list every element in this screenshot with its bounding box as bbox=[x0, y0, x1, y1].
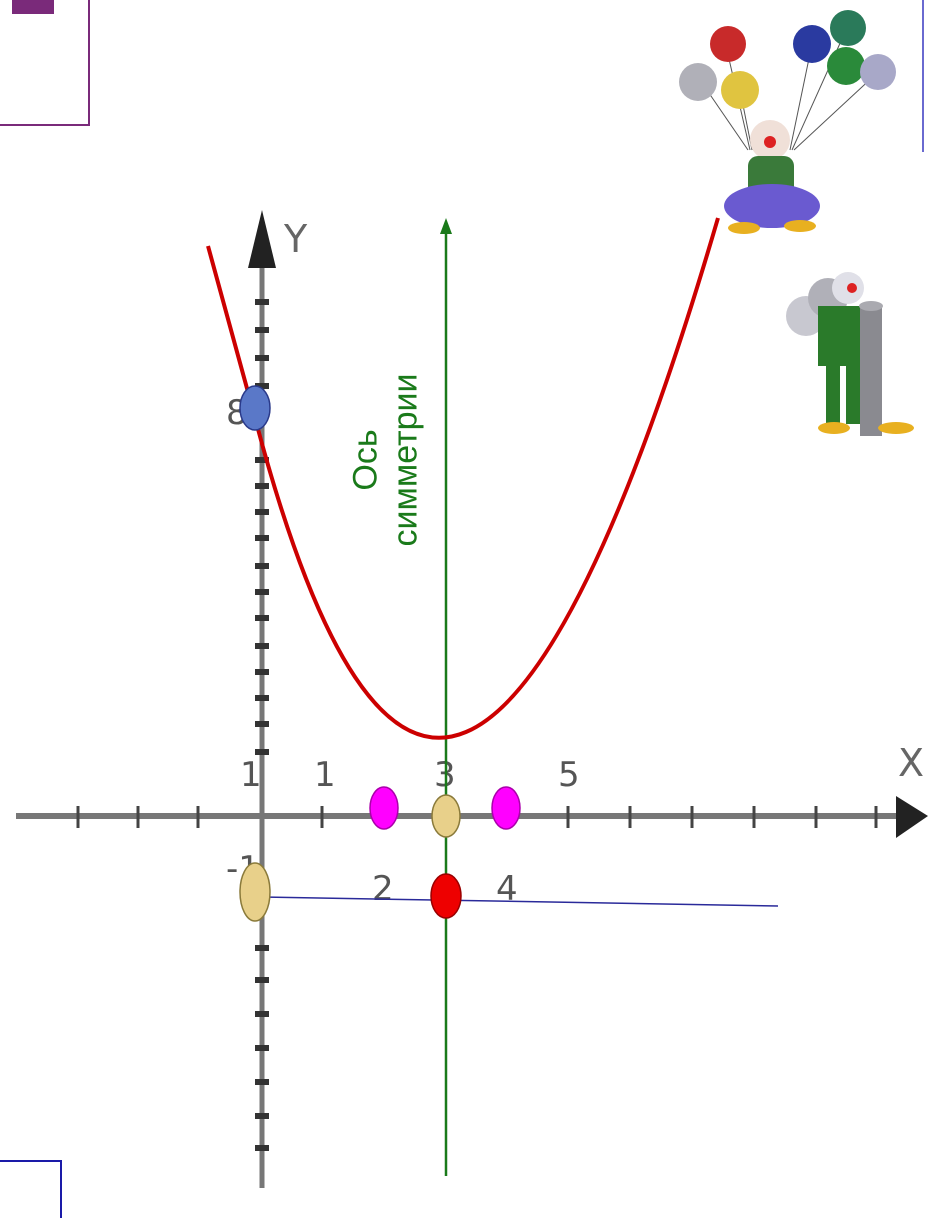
purple-accent-block bbox=[12, 0, 54, 14]
axis-point-x3 bbox=[431, 794, 461, 838]
x-axis-arrow-icon bbox=[896, 796, 928, 838]
slide-frame-bottom-left bbox=[0, 1160, 62, 1218]
symmetry-axis-annotation: Ось симметрии bbox=[326, 340, 444, 580]
x-axis-label: X bbox=[898, 741, 924, 785]
clown-with-balloons-picture bbox=[679, 10, 896, 234]
vertex-point bbox=[430, 873, 462, 919]
root-point-x4 bbox=[491, 786, 521, 830]
parabola-curve bbox=[206, 217, 720, 740]
tick-label-x-4: 4 bbox=[496, 869, 518, 909]
tick-label-x-2: 2 bbox=[372, 869, 394, 909]
y-axis-label: Y bbox=[283, 217, 308, 261]
tick-label-x-1b: 1 bbox=[314, 755, 336, 795]
slide-frame-top-left bbox=[0, 0, 90, 126]
y-axis-arrow-icon bbox=[248, 210, 276, 268]
x-axis: X bbox=[16, 741, 928, 838]
tick-label-x-1a: 1 bbox=[240, 755, 262, 795]
tick-label-x-5: 5 bbox=[558, 755, 580, 795]
y-intercept-point bbox=[239, 385, 271, 431]
annotation-line-1: Ось bbox=[346, 429, 384, 491]
root-point-x2 bbox=[369, 786, 399, 830]
vertex-y-projection-point bbox=[239, 862, 271, 922]
y-axis: Y bbox=[248, 210, 308, 1188]
symmetry-axis-arrow-icon bbox=[440, 218, 452, 234]
clown-with-post-picture bbox=[786, 272, 914, 436]
vertex-horizontal-guide bbox=[261, 896, 779, 907]
slide-frame-right-line bbox=[922, 0, 924, 152]
annotation-line-2: симметрии bbox=[386, 373, 424, 547]
